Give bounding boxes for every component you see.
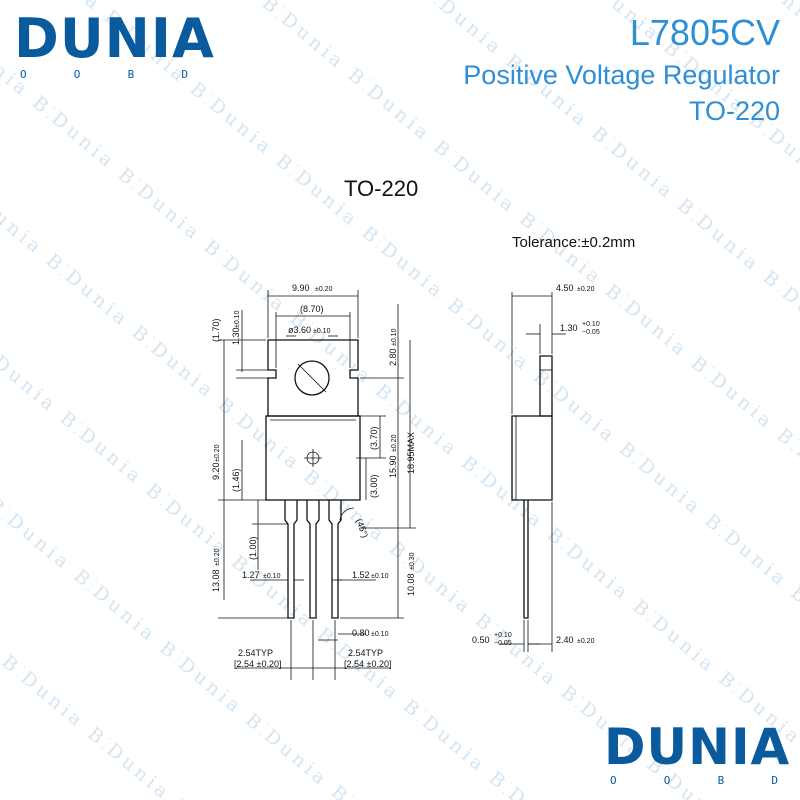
- dim-lead-width-right: 1.52: [352, 570, 370, 580]
- dim-body-total: 15.90: [388, 455, 398, 478]
- dim-body-total-tol: ±0.20: [391, 434, 398, 452]
- side-dim-lead-thickness: 0.50: [472, 635, 490, 645]
- dim-hole-to-top-tol: ±0.10: [391, 328, 398, 346]
- side-dim-lead-offset: 2.40: [556, 635, 574, 645]
- side-dim-lead-tol-plus: +0.10: [494, 632, 512, 639]
- side-dim-depth-tol: ±0.20: [577, 286, 595, 293]
- brand-logo-word: DUNIA: [14, 7, 215, 70]
- lead-2: [306, 500, 320, 619]
- brand-sub-letter: D: [181, 68, 188, 81]
- tolerance-note: Tolerance:±0.2mm: [512, 234, 636, 251]
- dim-lead-length-right: 10.08: [406, 573, 416, 596]
- side-lead: [523, 500, 529, 619]
- dim-body-height-tol: ±0.20: [214, 444, 221, 462]
- brand-logo-sub: O O B D: [604, 774, 784, 787]
- dim-tab-top-left: (1.70): [211, 318, 221, 342]
- dim-lower: (3.00): [369, 474, 379, 498]
- mounting-hole: [294, 360, 330, 396]
- dim-pitch-bracket-right: [2.54 ±0.20]: [344, 659, 391, 669]
- front-view: 9.90 ±0.20 (8.70) ø3.60 ±0.10 (1.70) 1.3…: [211, 283, 416, 680]
- dim-lead-length-tol: ±0.20: [214, 548, 221, 566]
- side-dim-tab-tol-plus: +0.10: [582, 321, 600, 328]
- dim-angle: (45°): [354, 517, 370, 539]
- dim-tab-step: 1.30: [231, 327, 241, 345]
- dim-hole-to-top: 2.80: [388, 348, 398, 366]
- brand-sub-letter: B: [717, 774, 725, 787]
- dim-center: (3.70): [369, 426, 379, 450]
- dim-lead-bend: (1.00): [248, 536, 258, 560]
- dim-width-main: 9.90: [292, 283, 310, 293]
- dim-pitch-typ-right: 2.54TYP: [348, 648, 383, 658]
- dim-lead-length: 13.08: [211, 569, 221, 592]
- brand-logo-sub: O O B D: [14, 68, 194, 81]
- part-description: Positive Voltage Regulator: [463, 60, 780, 90]
- side-dim-tab-thickness: 1.30: [560, 323, 578, 333]
- dim-hole-dia-tol: ±0.10: [313, 328, 331, 335]
- brand-sub-letter: B: [127, 68, 135, 81]
- dim-lead-width-right-tol: ±0.10: [371, 573, 389, 580]
- dim-width-main-tol: ±0.20: [315, 286, 333, 293]
- dim-pitch-typ-left: 2.54TYP: [238, 648, 273, 658]
- lead-1: [284, 500, 298, 619]
- dim-lead-thickness: 0.80: [352, 628, 370, 638]
- side-view: 4.50 ±0.20 1.30 +0.10 −0.05 0.50 +0.10 −…: [472, 283, 600, 652]
- lead-3: [328, 500, 342, 619]
- dim-body-height: 9.20: [211, 462, 221, 480]
- tab-outline: [267, 339, 359, 417]
- side-body: [511, 415, 553, 501]
- dim-max-height: 18.95MAX: [406, 432, 416, 474]
- side-dim-tab-tol-minus: −0.05: [582, 329, 600, 336]
- part-number: L7805CV: [629, 12, 780, 53]
- brand-sub-letter: O: [20, 68, 27, 81]
- dim-lead-width-left-tol: ±0.10: [263, 573, 281, 580]
- dim-pitch-bracket-left: [2.54 ±0.20]: [234, 659, 281, 669]
- dim-lead-shoulder: (1.46): [231, 468, 241, 492]
- dim-lead-width-left: 1.27: [242, 570, 260, 580]
- part-package: TO-220: [688, 96, 780, 126]
- dim-hole-dia: ø3.60: [288, 325, 311, 335]
- dim-width-inner: (8.70): [300, 304, 324, 314]
- side-dim-depth: 4.50: [556, 283, 574, 293]
- drawing-title: TO-220: [344, 176, 419, 201]
- side-tab: [539, 355, 553, 417]
- brand-sub-letter: O: [73, 68, 81, 81]
- brand-sub-letter: O: [663, 774, 671, 787]
- brand-logo-bottom: DUNIA O O B D: [604, 718, 791, 787]
- dim-lead-thickness-tol: ±0.10: [371, 631, 389, 638]
- side-dim-lead-offset-tol: ±0.20: [577, 638, 595, 645]
- dim-tab-step-tol: ±0.10: [234, 310, 241, 328]
- brand-logo-word: DUNIA: [604, 718, 791, 776]
- dim-lead-length-right-tol: ±0.30: [409, 552, 416, 570]
- side-dim-lead-tol-minus: −0.05: [494, 640, 512, 647]
- brand-sub-letter: D: [771, 774, 778, 787]
- brand-sub-letter: O: [610, 774, 617, 787]
- brand-logo-top: DUNIA O O B D: [14, 7, 215, 82]
